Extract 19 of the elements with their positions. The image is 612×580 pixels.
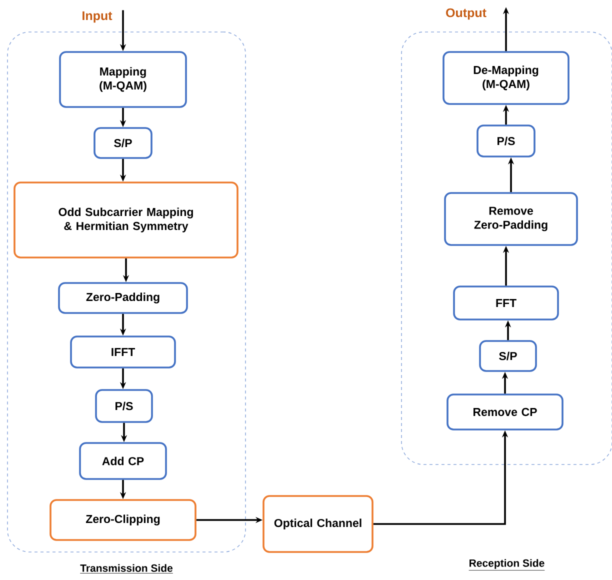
process-box: Zero-Padding [58,282,188,314]
process-box: Odd Subcarrier Mapping & Hermitian Symmetry [14,182,238,258]
process-box: P/S [95,389,153,423]
process-box: FFT [453,286,559,320]
process-box: Add CP [79,442,167,480]
process-box: De-Mapping (M-QAM) [442,51,570,105]
process-box: S/P [94,127,152,159]
process-box: Zero-Clipping [50,499,196,541]
process-box: Remove Zero-Padding [444,192,578,246]
terminal-label: Input [82,11,112,23]
process-box: Mapping (M-QAM) [59,51,187,108]
process-box: Remove CP [446,394,564,430]
process-box: S/P [479,340,537,372]
side-label: Reception Side [468,559,545,570]
terminal-label: Output [446,8,486,20]
process-box: Optical Channel [262,495,374,553]
process-box: P/S [476,124,536,158]
side-label: Transmission Side [80,564,174,574]
process-box: IFFT [70,336,176,368]
